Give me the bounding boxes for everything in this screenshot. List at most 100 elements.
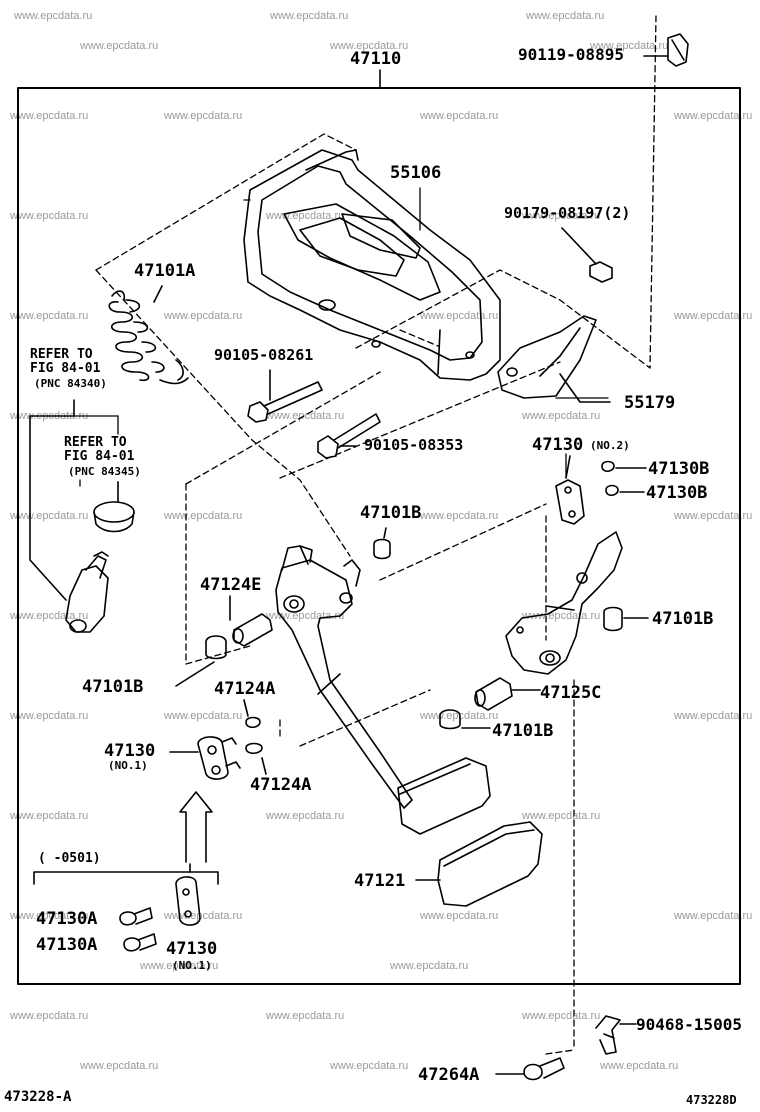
watermark-text: www.epcdata.ru	[10, 1010, 89, 1022]
range-bracket	[33, 863, 219, 885]
label-47125c: 47125C	[540, 683, 602, 703]
bolt-90119-part	[643, 33, 689, 67]
watermark-text: www.epcdata.ru	[10, 110, 89, 122]
label-47130-alt: 47130	[166, 939, 218, 959]
watermark-text: www.epcdata.ru	[80, 40, 159, 52]
pin-47124a-parts	[243, 699, 267, 775]
watermark-text: www.epcdata.ru	[10, 810, 89, 822]
alt-plate-47130-part	[175, 876, 201, 926]
assembly-frame	[17, 87, 741, 985]
pedal-stopper-bracket-part	[505, 531, 623, 675]
watermark-text: www.epcdata.ru	[164, 310, 243, 322]
watermark-text: www.epcdata.ru	[522, 1010, 601, 1022]
label-47124e: 47124E	[200, 575, 262, 595]
refer-84345-line2: FIG 84-01	[64, 449, 135, 464]
watermark-text: www.epcdata.ru	[266, 1010, 345, 1022]
nut-90179-part	[561, 227, 613, 283]
watermark-text: www.epcdata.ru	[10, 210, 89, 222]
label-90179-08197: 90179-08197(2)	[504, 204, 631, 222]
label-47121: 47121	[354, 871, 406, 891]
pin-47130a-parts	[119, 907, 157, 952]
label-47124a-2: 47124A	[250, 775, 312, 795]
figure-ref-left: 473228-A	[4, 1089, 72, 1105]
label-47264a: 47264A	[418, 1065, 480, 1085]
bushing-47101b-parts	[175, 527, 649, 730]
watermark-text: www.epcdata.ru	[266, 410, 345, 422]
range-note: ( -0501)	[38, 851, 101, 866]
label-47124a-1: 47124A	[214, 679, 276, 699]
watermark-text: www.epcdata.ru	[420, 510, 499, 522]
watermark-text: www.epcdata.ru	[420, 110, 499, 122]
label-47101a: 47101A	[134, 261, 196, 281]
label-47130-no1-note: (NO.1)	[108, 759, 148, 772]
watermark-text: www.epcdata.ru	[80, 1060, 159, 1072]
brake-pedal-lever-part	[275, 545, 491, 835]
refer-84345-line3: (PNC 84345)	[68, 465, 141, 478]
label-47130b-2: 47130B	[646, 483, 708, 503]
stopper-cushion-part	[93, 481, 135, 533]
label-47130b-1: 47130B	[648, 459, 710, 479]
pin-47130b-parts	[601, 460, 647, 497]
dashed-guides	[95, 15, 657, 1055]
watermark-text: www.epcdata.ru	[420, 310, 499, 322]
label-47130-no1: 47130	[104, 741, 156, 761]
label-47101b-top: 47101B	[360, 503, 422, 523]
stop-lamp-switch-part	[29, 399, 109, 633]
watermark-text: www.epcdata.ru	[266, 610, 345, 622]
refer-84340-line3: (PNC 84340)	[34, 377, 107, 390]
watermark-text: www.epcdata.ru	[674, 510, 753, 522]
watermark-text: www.epcdata.ru	[674, 310, 753, 322]
watermark-text: www.epcdata.ru	[10, 910, 89, 922]
collar-47124e-part	[229, 595, 273, 647]
bolt-90105-08353-part	[317, 413, 381, 459]
pin-47264a-part	[495, 1057, 565, 1081]
plate-47130-no1-part	[169, 736, 241, 863]
watermark-text: www.epcdata.ru	[266, 810, 345, 822]
watermark-text: www.epcdata.ru	[164, 910, 243, 922]
label-55179: 55179	[624, 393, 676, 413]
watermark-text: www.epcdata.ru	[522, 410, 601, 422]
watermark-text: www.epcdata.ru	[330, 1060, 409, 1072]
return-spring-47101a-part	[108, 285, 189, 385]
label-47110: 47110	[350, 49, 402, 69]
label-55106: 55106	[390, 163, 442, 183]
bolt-90105-08261-part	[247, 369, 323, 423]
label-90105-08353: 90105-08353	[364, 436, 464, 454]
watermark-text: www.epcdata.ru	[600, 1060, 679, 1072]
watermark-text: www.epcdata.ru	[164, 110, 243, 122]
watermark-text: www.epcdata.ru	[270, 10, 349, 22]
watermark-text: www.epcdata.ru	[674, 110, 753, 122]
watermark-text: www.epcdata.ru	[330, 40, 409, 52]
label-47101b-mid: 47101B	[492, 721, 554, 741]
watermark-text: www.epcdata.ru	[10, 710, 89, 722]
watermark-text: www.epcdata.ru	[590, 40, 669, 52]
watermark-text: www.epcdata.ru	[522, 810, 601, 822]
label-47130a-1: 47130A	[36, 909, 98, 929]
clip-90468-part	[595, 1015, 637, 1055]
watermark-text: www.epcdata.ru	[164, 510, 243, 522]
label-47130a-2: 47130A	[36, 935, 98, 955]
label-90105-08261: 90105-08261	[214, 346, 314, 364]
label-47130-no2-note: (NO.2)	[590, 439, 630, 452]
figure-ref-right: 473228D	[686, 1093, 737, 1107]
watermark-text: www.epcdata.ru	[140, 960, 219, 972]
watermark-text: www.epcdata.ru	[526, 10, 605, 22]
watermark-text: www.epcdata.ru	[390, 960, 469, 972]
watermark-text: www.epcdata.ru	[14, 10, 93, 22]
label-90468-15005: 90468-15005	[636, 1015, 742, 1034]
refer-84345-line1: REFER TO	[64, 435, 127, 450]
label-47101b-right: 47101B	[652, 609, 714, 629]
watermark-text: www.epcdata.ru	[420, 910, 499, 922]
watermark-text: www.epcdata.ru	[674, 910, 753, 922]
label-47101b-left: 47101B	[82, 677, 144, 697]
watermark-text: www.epcdata.ru	[10, 310, 89, 322]
refer-84340-line2: FIG 84-01	[30, 361, 101, 376]
label-90119-08895: 90119-08895	[518, 45, 624, 64]
label-47130-no2: 47130	[532, 435, 584, 455]
plate-47130-no2-part	[555, 455, 585, 525]
watermark-text: www.epcdata.ru	[674, 710, 753, 722]
refer-84340-line1: REFER TO	[30, 347, 93, 362]
pedal-bracket-55106-part	[243, 149, 501, 381]
pedal-pad-47121-part	[415, 821, 543, 907]
